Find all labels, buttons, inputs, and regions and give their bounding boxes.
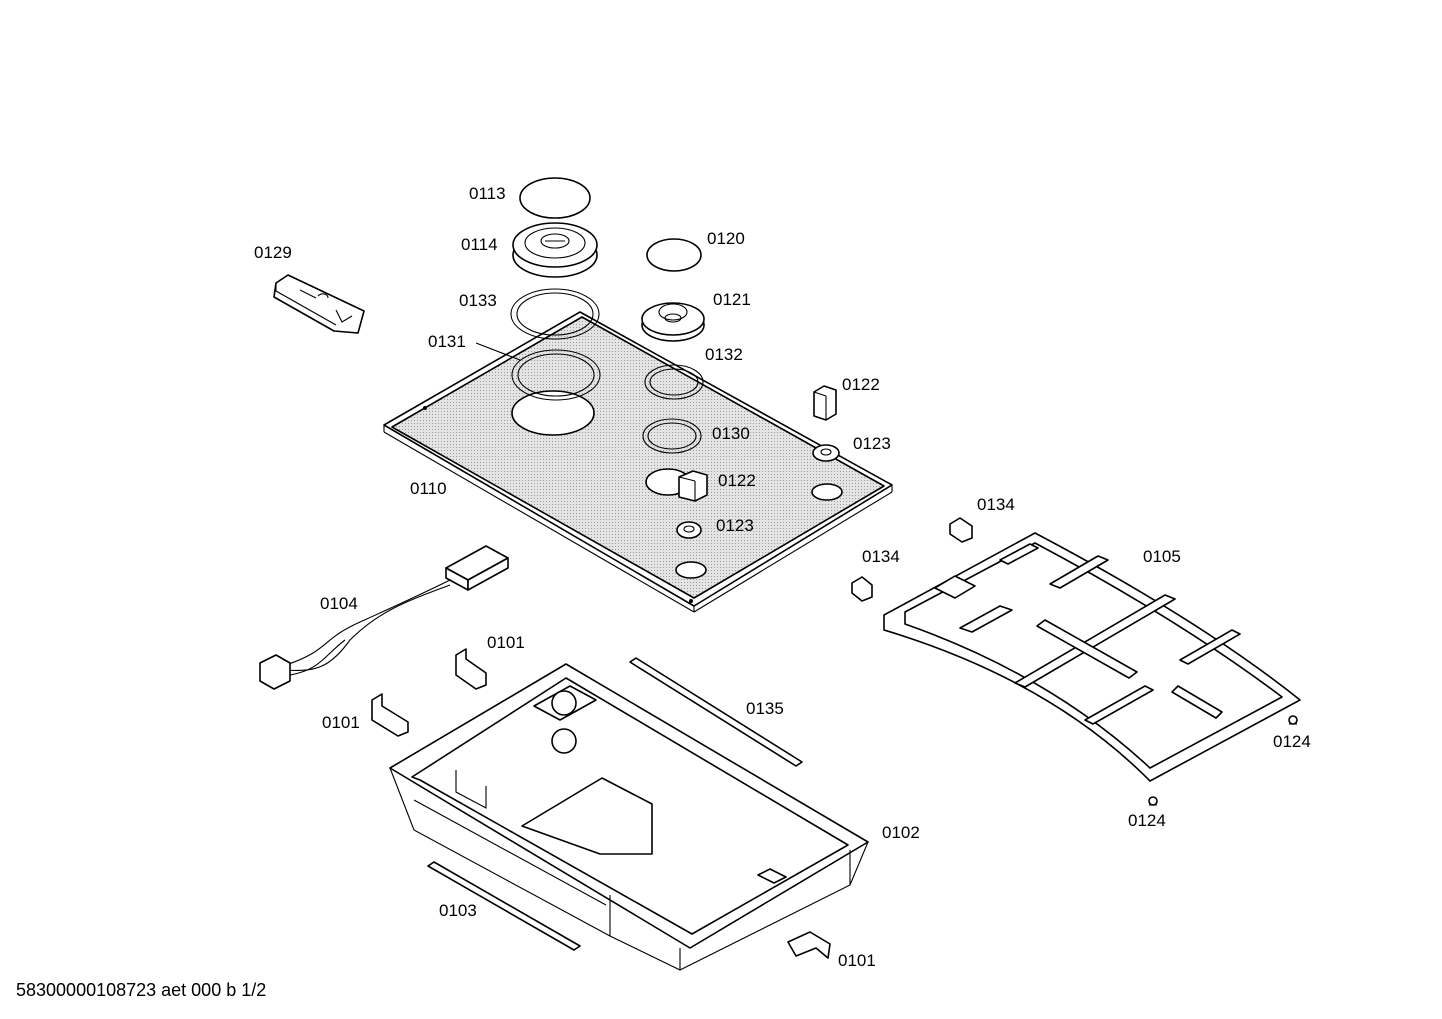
label-0122-left: 0122 — [718, 471, 756, 490]
label-0134-upper: 0134 — [977, 495, 1015, 514]
label-0133: 0133 — [459, 291, 497, 310]
label-0130: 0130 — [712, 424, 750, 443]
housing-tray-0102 — [389, 663, 869, 971]
label-0104: 0104 — [320, 594, 358, 613]
label-0101-c: 0101 — [838, 951, 876, 970]
control-knob-0122-left — [678, 470, 708, 502]
label-0124-bottom: 0124 — [1128, 811, 1166, 830]
cooktop-top-plate — [383, 311, 893, 613]
label-0101-a: 0101 — [487, 633, 525, 652]
pan-support-grate-0105 — [883, 532, 1301, 782]
mounting-bracket-0101-a — [455, 648, 487, 690]
label-0131: 0131 — [428, 332, 466, 351]
rubber-foot-0124-right — [1288, 715, 1298, 725]
seal-strip-0135 — [629, 657, 803, 767]
burner-ring-0131 — [475, 342, 601, 401]
label-0113: 0113 — [469, 184, 506, 203]
mounting-bracket-0101-c — [787, 931, 831, 959]
label-0134-lower: 0134 — [862, 547, 900, 566]
knob-bezel-0123-right — [812, 444, 840, 462]
label-0114: 0114 — [461, 235, 498, 254]
burner-ring-0133 — [510, 288, 600, 340]
burner-cap-0113 — [519, 177, 591, 219]
rubber-foot-0124-bottom — [1148, 796, 1158, 806]
label-0124-right: 0124 — [1273, 732, 1311, 751]
mounting-bracket-0101-b — [371, 693, 409, 737]
spark-ignition-block-0129 — [273, 274, 365, 334]
document-footer-code: 58300000108723 aet 000 b 1/2 — [16, 980, 267, 1000]
burner-cap-0120 — [646, 238, 702, 272]
knob-bezel-0123-left — [676, 521, 702, 539]
burner-ring-0130 — [642, 418, 702, 454]
label-0101-b: 0101 — [322, 713, 360, 732]
power-cord-0104 — [259, 545, 509, 690]
burner-head-0114 — [512, 222, 598, 278]
label-0132: 0132 — [705, 345, 743, 364]
burner-head-0121 — [641, 302, 705, 342]
grate-clip-0134-lower — [851, 576, 873, 602]
label-0103: 0103 — [439, 901, 477, 920]
seal-strip-0103 — [427, 861, 581, 951]
control-knob-0122-right — [813, 385, 837, 421]
label-0110: 0110 — [410, 479, 447, 498]
label-0122-right: 0122 — [842, 375, 880, 394]
label-0120: 0120 — [707, 229, 745, 248]
grate-clip-0134-upper — [949, 517, 973, 543]
label-0129: 0129 — [254, 243, 292, 262]
label-0102: 0102 — [882, 823, 920, 842]
label-0121: 0121 — [713, 290, 751, 309]
label-0135: 0135 — [746, 699, 784, 718]
label-0123-right: 0123 — [853, 434, 891, 453]
burner-ring-0132 — [644, 364, 704, 400]
label-0123-left: 0123 — [716, 516, 754, 535]
label-0105: 0105 — [1143, 547, 1181, 566]
